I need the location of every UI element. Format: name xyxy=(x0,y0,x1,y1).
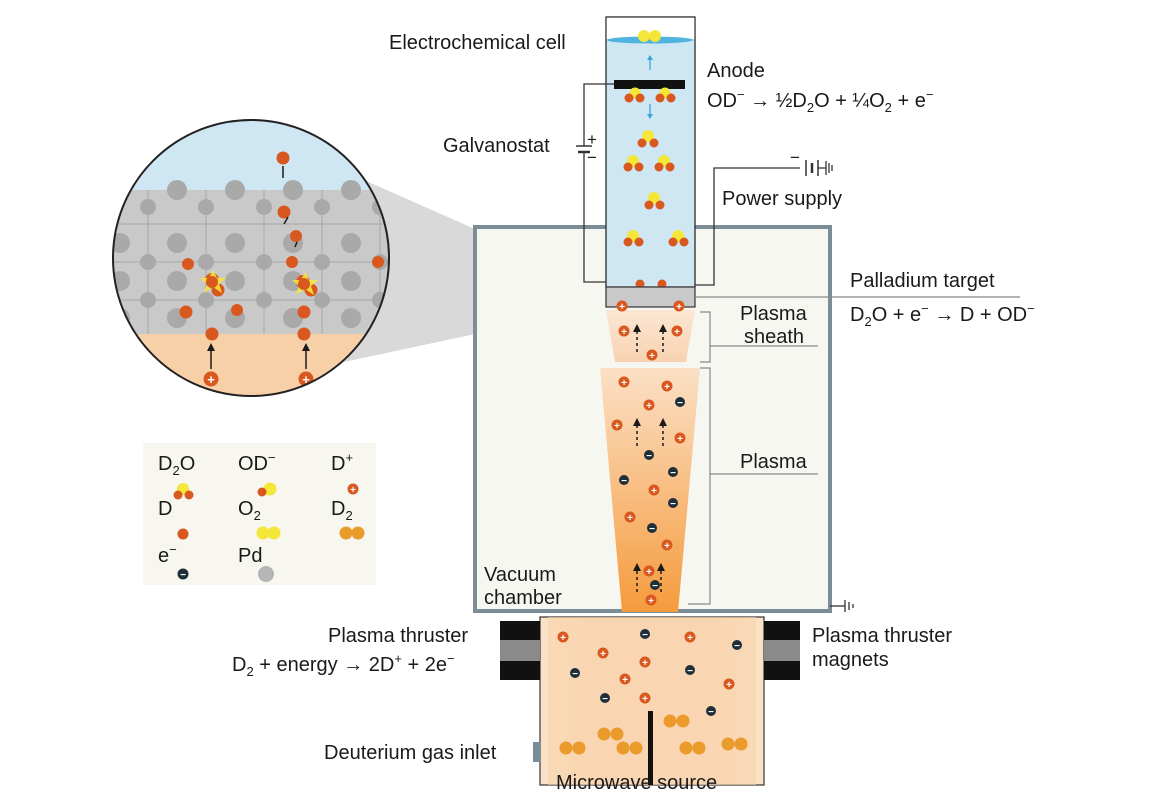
legend-o2: O2 xyxy=(238,498,261,523)
label-microwave-source: Microwave source xyxy=(556,772,717,794)
plasma-particles: + + + + + + + + − + + − − − + + − − + + … xyxy=(611,300,686,607)
chamber-ground xyxy=(830,600,854,612)
svg-text:−: − xyxy=(572,669,578,680)
svg-text:−: − xyxy=(670,468,676,479)
label-anode: Anode xyxy=(707,60,765,82)
svg-text:+: + xyxy=(646,401,652,412)
svg-text:+: + xyxy=(302,372,310,387)
label-gas-inlet: Deuterium gas inlet xyxy=(324,742,497,764)
svg-text:−: − xyxy=(687,666,693,677)
label-plasma-sheath-1: Plasma xyxy=(740,303,808,325)
svg-text:+: + xyxy=(651,486,657,497)
svg-text:+: + xyxy=(648,596,654,607)
microwave-antenna xyxy=(648,711,653,785)
svg-text:+: + xyxy=(350,485,356,496)
svg-text:−: − xyxy=(652,581,658,592)
galvanostat-minus: − xyxy=(587,148,597,167)
svg-text:−: − xyxy=(734,641,740,652)
label-galvanostat: Galvanostat xyxy=(443,135,550,157)
label-vacuum-chamber-2: chamber xyxy=(484,587,562,609)
label-vacuum-chamber-1: Vacuum xyxy=(484,564,556,586)
svg-text:−: − xyxy=(677,398,683,409)
gas-inlet xyxy=(533,742,541,762)
svg-text:−: − xyxy=(602,694,608,705)
plasma-sheath-region xyxy=(606,310,695,362)
label-anode-reaction: OD− → ½D2O + ¼O2 + e− xyxy=(707,87,933,115)
legend-d2: D2 xyxy=(331,498,353,523)
label-thruster-reaction: D2 + energy → 2D+ + 2e− xyxy=(232,651,455,679)
svg-text:+: + xyxy=(619,302,625,313)
brackets xyxy=(688,296,1020,605)
svg-text:+: + xyxy=(677,434,683,445)
galvanostat-circuit xyxy=(576,83,614,283)
thruster-particles: + − + − + + − − + + − + − xyxy=(557,629,748,755)
label-thruster-magnets-1: Plasma thruster xyxy=(812,625,952,647)
svg-text:+: + xyxy=(621,327,627,338)
label-plasma-sheath-2: sheath xyxy=(744,326,804,348)
svg-text:−: − xyxy=(642,630,648,641)
svg-text:+: + xyxy=(560,633,566,644)
svg-text:+: + xyxy=(726,680,732,691)
zoom-circle-border xyxy=(112,119,390,397)
label-plasma: Plasma xyxy=(740,451,808,473)
legend xyxy=(143,443,376,585)
svg-text:+: + xyxy=(664,541,670,552)
svg-text:−: − xyxy=(649,524,655,535)
svg-text:−: − xyxy=(646,451,652,462)
svg-text:+: + xyxy=(674,327,680,338)
svg-text:+: + xyxy=(664,382,670,393)
svg-text:+: + xyxy=(600,649,606,660)
ion-flow-arrows xyxy=(636,330,664,592)
legend-icons: + − xyxy=(173,482,365,582)
svg-text:+: + xyxy=(642,658,648,669)
liquid-surface xyxy=(607,36,693,44)
label-palladium-target: Palladium target xyxy=(850,270,995,292)
legend-od: OD− xyxy=(238,450,276,475)
anode xyxy=(614,80,685,89)
legend-d: D xyxy=(158,498,172,520)
power-supply-minus: − xyxy=(790,148,800,167)
o2-bubble xyxy=(638,30,650,42)
label-target-reaction: D2O + e− → D + OD− xyxy=(850,301,1035,329)
svg-text:+: + xyxy=(687,633,693,644)
legend-pd: Pd xyxy=(238,545,262,567)
legend-d2o: D2O xyxy=(158,453,195,478)
label-plasma-thruster: Plasma thruster xyxy=(328,625,468,647)
power-supply-circuit xyxy=(695,160,833,286)
svg-text:+: + xyxy=(622,675,628,686)
cell-molecules xyxy=(623,87,689,289)
label-thruster-magnets-2: magnets xyxy=(812,649,889,671)
legend-electron: e− xyxy=(158,542,177,567)
svg-text:+: + xyxy=(642,694,648,705)
svg-text:+: + xyxy=(676,302,682,313)
svg-text:+: + xyxy=(621,378,627,389)
svg-text:−: − xyxy=(670,499,676,510)
svg-text:+: + xyxy=(207,372,215,387)
svg-text:−: − xyxy=(708,707,714,718)
svg-text:−: − xyxy=(621,476,627,487)
svg-text:−: − xyxy=(180,570,186,581)
legend-dplus: D+ xyxy=(331,450,353,475)
svg-text:+: + xyxy=(649,351,655,362)
label-power-supply: Power supply xyxy=(722,188,842,210)
galvanostat-plus: + xyxy=(587,130,597,149)
svg-text:+: + xyxy=(614,421,620,432)
label-electrochemical-cell: Electrochemical cell xyxy=(389,32,566,54)
svg-text:+: + xyxy=(627,513,633,524)
svg-text:+: + xyxy=(646,567,652,578)
